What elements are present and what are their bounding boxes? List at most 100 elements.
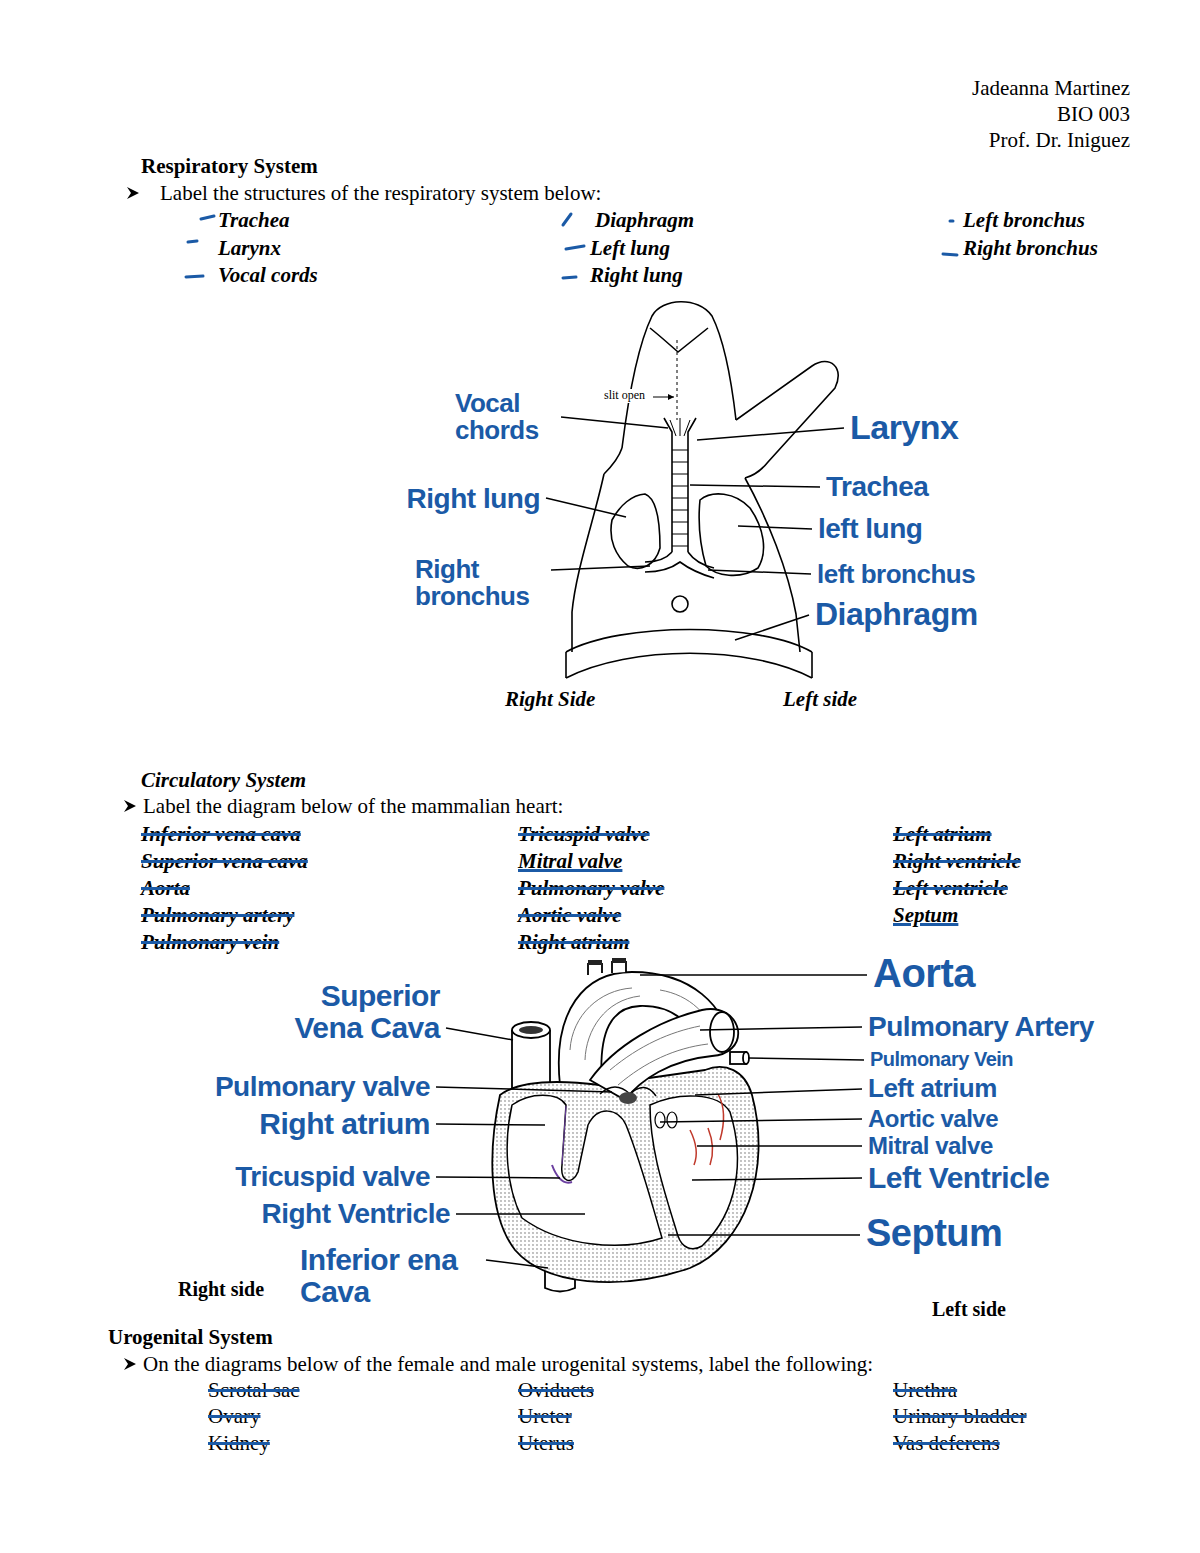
heart-illustration xyxy=(650,1096,737,1249)
word-bank-item: Pulmonary valve xyxy=(518,876,664,900)
bullet-arrow xyxy=(124,800,136,812)
pen-mark xyxy=(563,277,576,278)
respiratory-illustration xyxy=(566,302,838,678)
leader-line xyxy=(436,1177,560,1178)
pen-mark xyxy=(188,241,197,242)
side-caption: Left side xyxy=(932,1298,1006,1321)
heart-illustration xyxy=(612,958,626,963)
word-bank-item: Left lung xyxy=(590,236,670,260)
heart-illustration xyxy=(655,1112,665,1128)
handwritten-label: Trachea xyxy=(826,472,928,501)
printed-text: Urinary bladder xyxy=(893,1404,1027,1428)
handwritten-label: Superior Vena Cava xyxy=(265,980,440,1043)
word-bank-item: Left ventricle xyxy=(893,876,1008,900)
heart-illustration xyxy=(519,1026,543,1034)
pen-mark xyxy=(943,254,957,255)
leader-line xyxy=(748,1058,864,1060)
printed-text: Uterus xyxy=(518,1431,574,1455)
leader-line xyxy=(738,526,812,529)
handwritten-label: Aorta xyxy=(873,952,975,994)
respiratory-illustration xyxy=(699,494,763,576)
handwritten-label: left bronchus xyxy=(817,561,975,588)
handwritten-label: Aortic valve xyxy=(868,1106,998,1131)
word-bank-item: Aorta xyxy=(141,876,190,900)
respiratory-illustration xyxy=(650,328,708,352)
heart-illustration xyxy=(562,1106,566,1164)
handwritten-label: Septum xyxy=(866,1214,1002,1254)
word-bank-item: Inferior vena cava xyxy=(141,822,301,846)
word-bank-item: Septum xyxy=(893,903,958,927)
leader-line xyxy=(436,1124,545,1125)
heart-illustration xyxy=(619,1092,637,1104)
word-bank-item: Right ventricle xyxy=(893,849,1021,873)
word-bank-item: Circulatory System xyxy=(141,768,306,792)
handwritten-label: Left Ventricle xyxy=(868,1162,1049,1194)
handwritten-label: Right bronchus xyxy=(415,556,545,611)
handwritten-label: Left atrium xyxy=(868,1075,997,1102)
word-bank-item: Pulmonary vein xyxy=(141,930,279,954)
printed-text: Vas deferens xyxy=(893,1431,1000,1455)
leader-line xyxy=(697,1145,862,1147)
handwritten-label: left lung xyxy=(818,514,922,543)
leader-line xyxy=(653,397,674,398)
handwritten-label: Right Ventricle xyxy=(261,1199,450,1228)
word-bank-item: Vocal cords xyxy=(218,263,318,287)
heart-illustration xyxy=(610,1026,708,1085)
respiratory-illustration xyxy=(645,562,714,578)
figure-note: slit open xyxy=(602,389,647,403)
handwritten-label: Larynx xyxy=(850,410,959,446)
leader-line xyxy=(486,1260,548,1268)
word-bank-item: Left side xyxy=(783,687,857,711)
respiratory-illustration xyxy=(572,474,604,652)
leader-line xyxy=(456,1213,585,1215)
word-bank-item: Superior vena cava xyxy=(141,849,308,873)
heart-illustration xyxy=(710,1012,734,1052)
leader-line xyxy=(692,1178,862,1180)
heart-illustration xyxy=(512,1022,550,1038)
section-heading: Urogenital System xyxy=(108,1325,273,1349)
handwritten-label: Diaphragm xyxy=(815,598,978,632)
leader-line xyxy=(695,1089,862,1095)
bullet-arrow xyxy=(124,1358,136,1370)
side-caption: Right side xyxy=(178,1278,264,1301)
heart-illustration xyxy=(590,1009,738,1100)
respiratory-illustration xyxy=(566,630,812,653)
printed-text: Label the diagram below of the mammalian… xyxy=(143,794,563,818)
word-bank-item: Larynx xyxy=(218,236,281,260)
printed-text: Ovary xyxy=(208,1404,260,1428)
word-bank-item: Mitral valve xyxy=(518,849,622,873)
heart-illustration xyxy=(588,964,602,975)
word-bank-item: Aortic valve xyxy=(518,903,621,927)
handwritten-label: Mitral valve xyxy=(868,1133,993,1158)
printed-text: Urethra xyxy=(893,1378,957,1402)
section-heading: Respiratory System xyxy=(141,154,318,178)
respiratory-illustration xyxy=(736,362,838,478)
leader-line xyxy=(708,570,811,574)
printed-text: Scrotal sac xyxy=(208,1378,300,1402)
leader-line xyxy=(690,485,820,487)
heart-illustration xyxy=(718,1094,724,1140)
leader-line xyxy=(446,1028,513,1040)
heart-illustration xyxy=(507,1095,662,1245)
word-bank-item: Right bronchus xyxy=(963,236,1098,260)
leader-line xyxy=(561,417,668,428)
word-bank-item: Right Side xyxy=(505,687,595,711)
pen-mark xyxy=(186,276,203,277)
handwritten-label: Inferior ena Cava xyxy=(300,1244,480,1307)
word-bank-item: Diaphragm xyxy=(595,208,694,232)
leader-line xyxy=(640,974,867,976)
respiratory-illustration xyxy=(566,652,812,678)
respiratory-illustration xyxy=(677,340,678,420)
word-bank-item: Pulmonary artery xyxy=(141,903,294,927)
word-bank-item: Trachea xyxy=(218,208,290,232)
bullet-arrow xyxy=(124,187,139,1370)
pen-mark xyxy=(950,220,953,223)
respiratory-illustration xyxy=(672,596,688,612)
printed-text: BIO 003 xyxy=(1057,102,1130,126)
handwritten-label: Tricuspid valve xyxy=(235,1162,430,1191)
respiratory-illustration xyxy=(611,494,660,568)
heart-illustration xyxy=(667,1112,677,1128)
leader-line xyxy=(551,566,650,570)
printed-text: Label the structures of the respiratory … xyxy=(160,181,601,205)
